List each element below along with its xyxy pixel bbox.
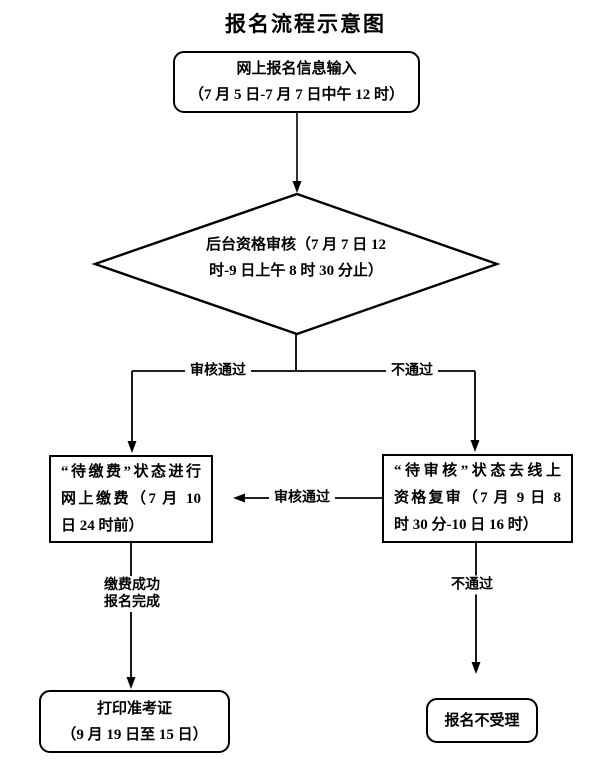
edge-label-review-pass: 审核通过 [185,361,251,381]
node-review-line1: 后台资格审核（7 月 7 日 12 [205,237,387,253]
edge-label-recheck-pass: 审核通过 [269,488,335,508]
node-review-line2: 时-9 日上午 8 时 30 分止） [209,263,383,279]
arrowhead-into-pay [127,441,137,453]
node-recheck-line3: 时 30 分-10 日 16 时） [394,517,538,533]
arrowhead-into-rejected [471,662,481,674]
edge-label-review-fail: 不通过 [386,361,438,381]
edge-label-recheck-fail: 不通过 [446,575,498,595]
node-pay-line1: “待缴费”状态进行 [61,463,201,480]
node-pay-line2: 网上缴费（7 月 10 [61,490,201,507]
edge-label-pay-done-line2: 报名完成 [104,595,160,610]
arrowhead-into-print [126,677,136,689]
node-review-diamond-text: 后台资格审核（7 月 7 日 12 时-9 日上午 8 时 30 分止） [206,232,386,284]
arrowhead-into-pay-left [233,493,245,503]
node-recheck-line2: 资格复审（7 月 9 日 8 [394,490,561,506]
arrowhead-into-diamond [292,181,302,193]
edge-label-pay-done-line1: 缴费成功 [104,578,160,593]
page-title: 报名流程示意图 [225,12,386,36]
node-start-line2: （7 月 5 日-7 月 7 日中午 12 时） [189,87,404,103]
arrowhead-into-recheck [470,440,480,452]
review-diamond-shape [91,192,501,336]
node-start: 网上报名信息输入 （7 月 5 日-7 月 7 日中午 12 时） [173,51,420,113]
node-print-line1: 打印准考证 [96,700,172,717]
node-start-line1: 网上报名信息输入 [236,61,357,77]
node-rejected: 报名不受理 [426,698,538,743]
node-print-ticket: 打印准考证 （9 月 19 日至 15 日） [39,690,230,753]
node-recheck-line1: “待审核”状态去线上 [394,463,561,479]
node-print-line2: （9 月 19 日至 15 日） [61,726,208,743]
edge-label-pay-done: 缴费成功 报名完成 [99,576,165,612]
node-recheck: “待审核”状态去线上 资格复审（7 月 9 日 8 时 30 分-10 日 16… [382,454,573,543]
node-rejected-line1: 报名不受理 [444,712,520,729]
node-pay: “待缴费”状态进行 网上缴费（7 月 10 日 24 时前） [49,455,213,543]
node-pay-line3: 日 24 时前） [61,517,144,534]
